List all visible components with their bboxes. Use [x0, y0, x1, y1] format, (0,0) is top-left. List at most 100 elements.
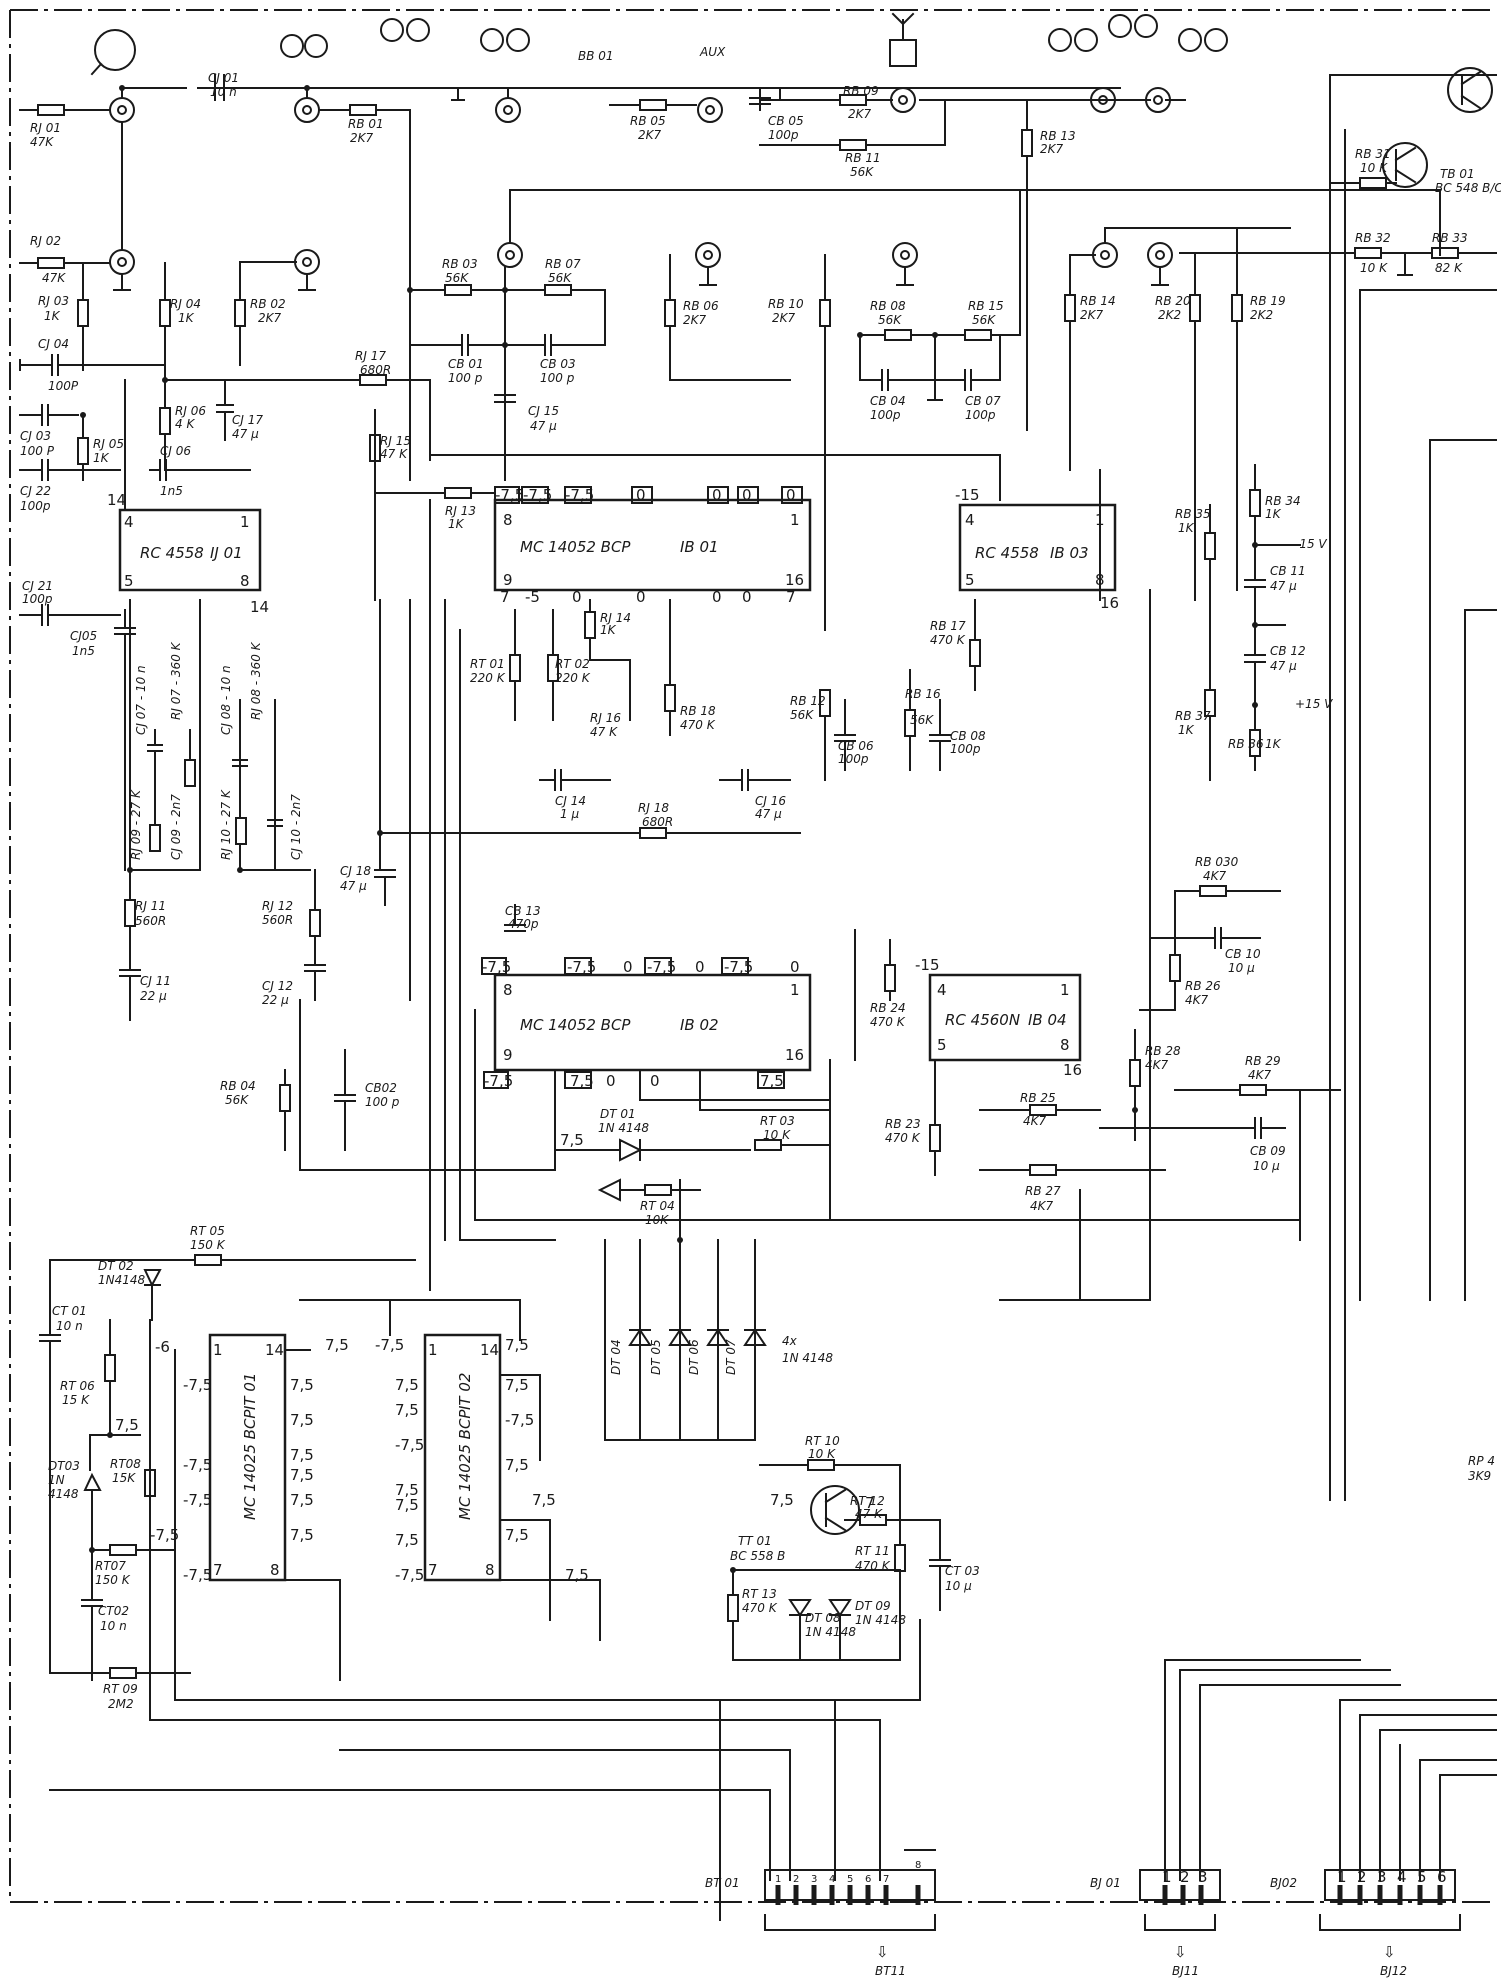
svg-text:7,5: 7,5	[570, 1072, 594, 1090]
svg-text:0: 0	[636, 486, 646, 504]
svg-text:4K7: 4K7	[1023, 1114, 1047, 1128]
svg-text:RB 37: RB 37	[1175, 709, 1211, 723]
svg-text:DT 05: DT 05	[649, 1339, 663, 1375]
svg-text:-7,5: -7,5	[482, 958, 511, 976]
svg-text:7: 7	[883, 1874, 889, 1885]
svg-text:1K: 1K	[1178, 521, 1195, 535]
svg-text:CJ 18: CJ 18	[340, 864, 371, 878]
svg-text:CB 07: CB 07	[965, 394, 1001, 408]
svg-text:47 μ: 47 μ	[232, 427, 259, 441]
svg-text:DT 07: DT 07	[724, 1339, 738, 1375]
svg-text:-7,5: -7,5	[724, 958, 753, 976]
svg-text:56K: 56K	[445, 271, 469, 285]
svg-text:7,5: 7,5	[115, 1416, 139, 1434]
svg-text:CB 11: CB 11	[1270, 564, 1306, 578]
svg-text:47K: 47K	[42, 271, 66, 285]
svg-text:RB 06: RB 06	[683, 299, 719, 313]
svg-text:5: 5	[937, 1036, 947, 1054]
svg-text:0: 0	[636, 588, 646, 606]
ic-it02-part: MC 14025 BCP	[456, 1409, 474, 1520]
svg-text:22 μ: 22 μ	[262, 993, 289, 1007]
svg-text:2K7: 2K7	[848, 107, 872, 121]
svg-text:RB 20: RB 20	[1155, 294, 1191, 308]
svg-text:0: 0	[742, 486, 752, 504]
svg-text:7,5: 7,5	[395, 1481, 419, 1499]
svg-text:0: 0	[650, 1072, 660, 1090]
svg-text:RB 25: RB 25	[1020, 1091, 1056, 1105]
svg-text:47 μ: 47 μ	[530, 419, 557, 433]
svg-text:7,5: 7,5	[565, 1566, 589, 1584]
svg-text:2K7: 2K7	[772, 311, 796, 325]
svg-text:1: 1	[1162, 1868, 1172, 1886]
ic-it01	[208, 1333, 287, 1582]
svg-text:RJ 05: RJ 05	[93, 437, 124, 451]
connector-bj01-target: BJ11	[1172, 1964, 1199, 1978]
svg-text:RJ 09 - 27 K: RJ 09 - 27 K	[129, 789, 143, 860]
svg-text:8: 8	[240, 572, 250, 590]
svg-text:16: 16	[785, 571, 804, 589]
svg-text:82 K: 82 K	[1435, 261, 1463, 275]
svg-text:1n5: 1n5	[160, 484, 183, 498]
svg-text:560R: 560R	[135, 914, 166, 928]
svg-text:CJ 14: CJ 14	[555, 794, 586, 808]
ic-ib01-part: MC 14052 BCP	[520, 538, 631, 556]
rail-pos15: +15 V	[1295, 697, 1333, 711]
svg-text:1: 1	[775, 1874, 781, 1885]
svg-text:RB 27: RB 27	[1025, 1184, 1061, 1198]
svg-text:9: 9	[503, 571, 513, 589]
svg-text:4K7: 4K7	[1248, 1068, 1272, 1082]
label-bb01: BB 01	[578, 49, 614, 63]
svg-text:RT 02: RT 02	[555, 657, 590, 671]
svg-text:0: 0	[572, 588, 582, 606]
connector-bj02-label: BJ02	[1270, 1876, 1297, 1890]
svg-text:RB 02: RB 02	[250, 297, 286, 311]
svg-text:RJ 08 - 360 K: RJ 08 - 360 K	[249, 641, 263, 720]
connector-bt01-target: BT11	[875, 1964, 906, 1978]
svg-text:7,5: 7,5	[532, 1491, 556, 1509]
svg-text:-7,5: -7,5	[523, 486, 552, 504]
svg-text:8: 8	[503, 981, 513, 999]
svg-text:CB 05: CB 05	[768, 114, 804, 128]
svg-text:RJ 12: RJ 12	[262, 899, 293, 913]
svg-text:3K9: 3K9	[1468, 1469, 1491, 1483]
svg-text:CB 10: CB 10	[1225, 947, 1261, 961]
svg-text:CJ 10 - 2n7: CJ 10 - 2n7	[289, 794, 303, 860]
svg-text:RP 4: RP 4	[1468, 1454, 1495, 1468]
svg-text:8: 8	[915, 1860, 921, 1871]
svg-text:1: 1	[790, 981, 800, 999]
svg-text:470 K: 470 K	[885, 1131, 921, 1145]
svg-text:TB 01: TB 01	[1440, 167, 1475, 181]
svg-text:7,5: 7,5	[290, 1376, 314, 1394]
svg-text:0: 0	[606, 1072, 616, 1090]
svg-text:RB 18: RB 18	[680, 704, 716, 718]
svg-text:DT 06: DT 06	[687, 1339, 701, 1375]
svg-text:1: 1	[213, 1341, 223, 1359]
svg-text:RB 35: RB 35	[1175, 507, 1211, 521]
svg-text:CB 09: CB 09	[1250, 1144, 1286, 1158]
ic-ib04-part: RC 4560N	[945, 1011, 1020, 1029]
svg-text:RJ 18: RJ 18	[638, 801, 669, 815]
svg-text:RJ 15: RJ 15	[380, 434, 411, 448]
ic-ij01-part: RC 4558	[140, 544, 204, 562]
transistor-tt01	[810, 1485, 860, 1535]
svg-text:CJ 21: CJ 21	[22, 579, 53, 593]
transistor-tb01	[1382, 67, 1493, 188]
svg-text:RB 07: RB 07	[545, 257, 581, 271]
svg-text:220 K: 220 K	[470, 671, 506, 685]
svg-text:-15: -15	[955, 486, 980, 504]
diodes-dt04-07	[604, 1239, 767, 1441]
svg-text:47 μ: 47 μ	[340, 879, 367, 893]
tape-symbol-5	[1178, 28, 1228, 52]
svg-text:14: 14	[480, 1341, 499, 1359]
svg-text:5: 5	[124, 572, 134, 590]
svg-text:DT 09: DT 09	[855, 1599, 891, 1613]
connector-bj02: BJ02 1 2 3 4 5 6 ⇩ BJ12	[1270, 1868, 1461, 1978]
svg-text:56K: 56K	[910, 713, 934, 727]
svg-text:RB 04: RB 04	[220, 1079, 256, 1093]
svg-text:7: 7	[865, 1494, 875, 1512]
svg-text:16: 16	[1063, 1061, 1082, 1079]
svg-text:1K: 1K	[93, 451, 110, 465]
svg-text:RJ 02: RJ 02	[30, 234, 61, 248]
svg-text:47 μ: 47 μ	[755, 807, 782, 821]
svg-text:-7,5: -7,5	[505, 1411, 534, 1429]
